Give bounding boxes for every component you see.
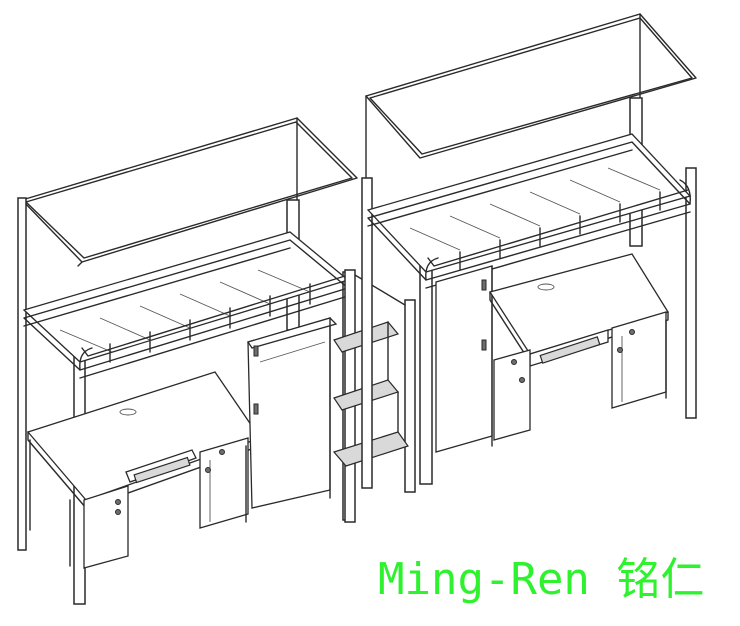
left-wardrobe bbox=[246, 317, 338, 509]
left-ladder bbox=[332, 269, 416, 523]
left-desk bbox=[26, 371, 262, 569]
left-loft-bed-unit bbox=[17, 117, 416, 605]
right-bed-deck bbox=[366, 133, 692, 289]
right-desk bbox=[488, 253, 669, 441]
left-bed-deck bbox=[22, 231, 350, 379]
watermark-text: Ming-Ren 铭仁 bbox=[378, 554, 705, 605]
right-wardrobe bbox=[435, 265, 493, 453]
right-loft-bed-unit bbox=[361, 13, 697, 489]
